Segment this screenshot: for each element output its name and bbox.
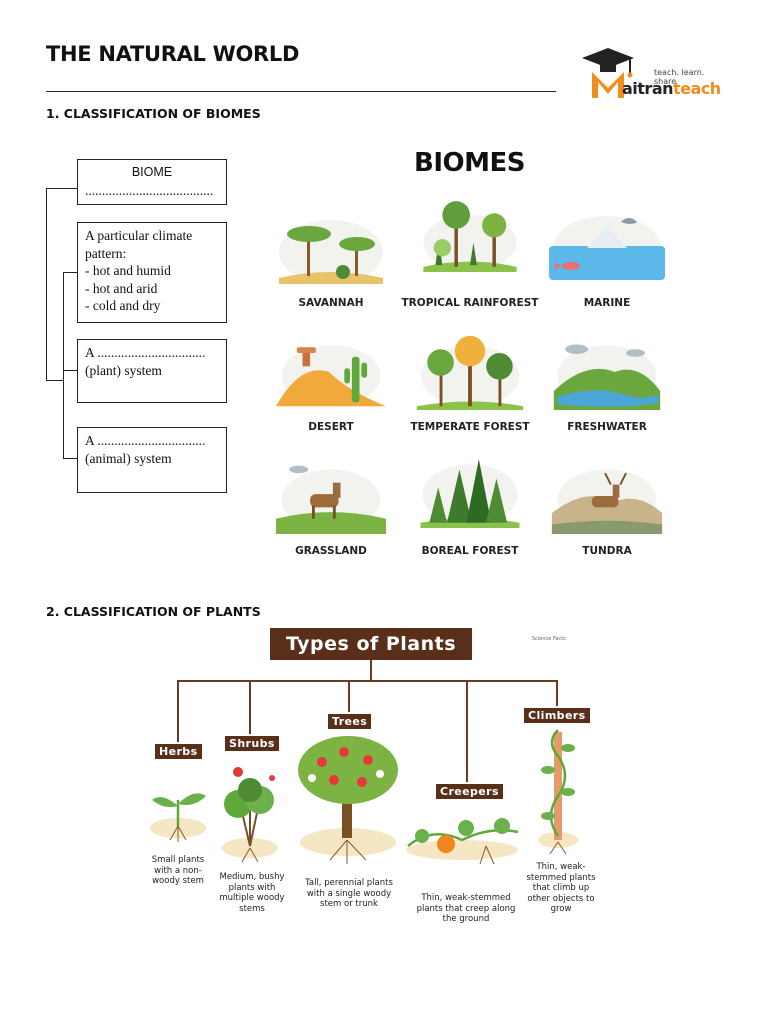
tree-connector-vertical bbox=[46, 188, 47, 380]
biome-label: BOREAL FOREST bbox=[421, 545, 519, 557]
boreal-forest-illustration bbox=[420, 459, 520, 528]
climate-item: - cold and dry bbox=[85, 298, 161, 313]
biome-box-blank: ...................................... bbox=[85, 182, 214, 198]
tag-herbs: Herbs bbox=[155, 744, 202, 759]
tree-illustration bbox=[298, 736, 398, 864]
branch-shrubs bbox=[249, 680, 251, 734]
plant-box-line2: (plant) system bbox=[85, 362, 162, 378]
animal-system-box: A ................................ (anim… bbox=[77, 427, 227, 493]
section1-heading: 1. CLASSIFICATION OF BIOMES bbox=[46, 106, 261, 121]
herb-illustration bbox=[150, 793, 206, 842]
science-facts-credit: Science Facts bbox=[532, 636, 566, 642]
tree-connector-stem bbox=[46, 380, 64, 381]
marine-illustration bbox=[549, 216, 665, 280]
animal-box-line1: A ................................ bbox=[85, 433, 206, 448]
tag-shrubs: Shrubs bbox=[225, 736, 279, 751]
tree-connector-plant bbox=[63, 370, 77, 371]
graduation-cap-icon bbox=[582, 48, 634, 98]
temperate-forest-illustration bbox=[416, 335, 524, 410]
branch-creepers bbox=[466, 680, 468, 782]
climate-box: A particular climate pattern: - hot and … bbox=[77, 222, 227, 323]
branch-line bbox=[177, 680, 558, 682]
branch-climbers bbox=[556, 680, 558, 706]
creeper-illustration bbox=[406, 818, 519, 865]
tree-connector-animal bbox=[63, 458, 77, 459]
biome-label: SAVANNAH bbox=[298, 297, 364, 309]
section2-heading: 2. CLASSIFICATION OF PLANTS bbox=[46, 604, 261, 619]
banner-stem bbox=[370, 660, 372, 680]
climber-illustration bbox=[538, 729, 578, 855]
biome-label: FRESHWATER bbox=[567, 421, 647, 433]
biome-box-title: BIOME bbox=[131, 165, 173, 179]
tag-trees: Trees bbox=[328, 714, 372, 729]
biome-label: MARINE bbox=[583, 297, 631, 309]
branch-herbs bbox=[177, 680, 179, 742]
plant-box-line1: A ................................ bbox=[85, 345, 206, 360]
biomes-infographic-title: BIOMES bbox=[414, 148, 525, 178]
tree-connector-branch bbox=[63, 272, 64, 458]
savannah-illustration bbox=[279, 220, 383, 284]
climate-item: - hot and arid bbox=[85, 280, 158, 296]
biome-label: TROPICAL RAINFOREST bbox=[401, 297, 539, 309]
branch-trees bbox=[348, 680, 350, 712]
plant-system-box: A ................................ (plan… bbox=[77, 339, 227, 403]
tag-climbers: Climbers bbox=[524, 708, 590, 723]
climate-item: - hot and humid bbox=[85, 263, 171, 278]
desc-shrubs: Medium, bushy plants with multiple woody… bbox=[219, 872, 285, 914]
tree-connector-biome bbox=[46, 188, 77, 189]
logo-tagline: teach. learn. share bbox=[654, 68, 705, 86]
tag-creepers: Creepers bbox=[436, 784, 503, 799]
biome-label: GRASSLAND bbox=[295, 545, 367, 557]
biome-label: DESERT bbox=[308, 421, 354, 433]
desc-herbs: Small plants with a non-woody stem bbox=[151, 855, 205, 886]
maitranteach-logo: teach. learn. share aitranteach bbox=[578, 44, 728, 100]
tropical-rainforest-illustration bbox=[423, 201, 517, 272]
tree-connector-climate bbox=[63, 272, 77, 273]
desc-climbers: Thin, weak-stemmed plants that climb up … bbox=[526, 862, 596, 914]
types-of-plants-banner: Types of Plants bbox=[270, 628, 472, 660]
animal-box-line2: (animal) system bbox=[85, 450, 172, 466]
biome-label: TUNDRA bbox=[582, 545, 632, 557]
desc-creepers: Thin, weak-stemmed plants that creep alo… bbox=[416, 893, 516, 924]
biome-box: BIOME ..................................… bbox=[77, 159, 227, 205]
grassland-illustration bbox=[275, 465, 387, 534]
biome-label: TEMPERATE FOREST bbox=[410, 421, 530, 433]
tundra-illustration bbox=[551, 469, 663, 534]
desc-trees: Tall, perennial plants with a single woo… bbox=[305, 878, 393, 909]
climate-box-text: A particular climate pattern: bbox=[85, 228, 193, 261]
page-title: THE NATURAL WORLD bbox=[46, 42, 300, 66]
desert-illustration bbox=[275, 345, 387, 407]
freshwater-illustration bbox=[553, 344, 661, 410]
logo-wordmark: aitranteach bbox=[622, 79, 721, 98]
title-divider bbox=[46, 91, 556, 92]
shrub-illustration bbox=[222, 767, 278, 863]
